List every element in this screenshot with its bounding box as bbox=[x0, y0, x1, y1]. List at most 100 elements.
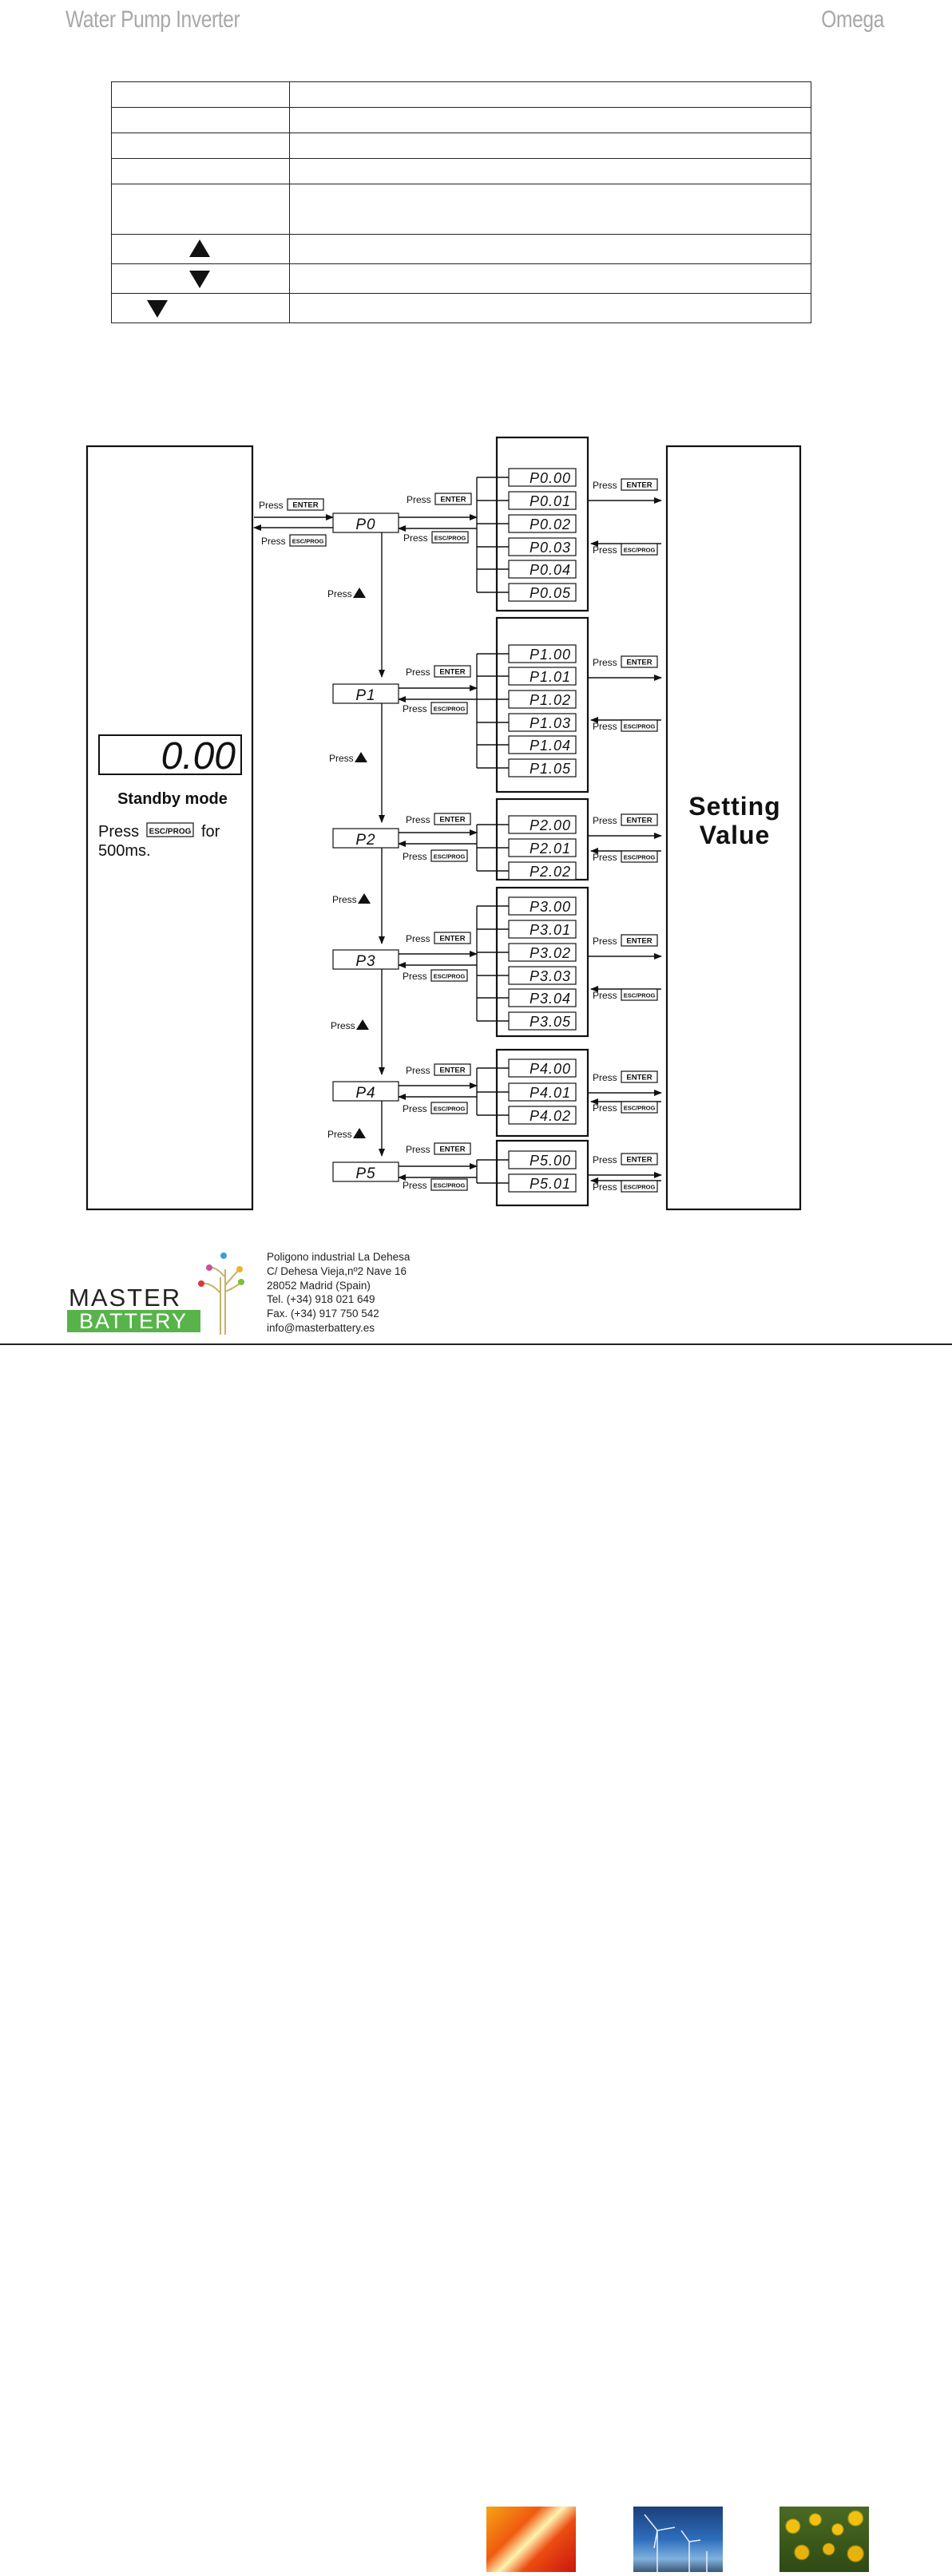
enter-key-frame bbox=[434, 493, 472, 505]
param-p4-02: P4.02 bbox=[530, 1108, 571, 1124]
esc-prog-key-frame bbox=[621, 1180, 658, 1193]
param-p3-02: P3.02 bbox=[530, 945, 571, 961]
key-description bbox=[289, 184, 811, 235]
logo-text-master: MASTER bbox=[69, 1284, 181, 1312]
press-label: Press bbox=[403, 703, 427, 714]
key-description bbox=[289, 234, 811, 264]
key-cell bbox=[111, 81, 290, 108]
param-group-panel bbox=[495, 1139, 589, 1207]
key-function-table bbox=[111, 81, 811, 323]
key-cell bbox=[111, 234, 290, 264]
key-description bbox=[289, 81, 811, 108]
enter-key-frame bbox=[434, 1063, 471, 1076]
up-triangle-icon bbox=[353, 588, 366, 598]
key-description bbox=[289, 293, 811, 323]
param-p1-03: P1.03 bbox=[530, 715, 571, 731]
enter-key: ENTER bbox=[439, 935, 465, 944]
param-group-panel bbox=[495, 616, 589, 793]
group-label-p3-frame bbox=[332, 949, 399, 970]
param-p4-01: P4.01 bbox=[530, 1085, 571, 1101]
enter-key: ENTER bbox=[626, 481, 652, 490]
param-p3-05-frame bbox=[508, 1011, 577, 1031]
press-label: Press bbox=[406, 814, 430, 825]
address-line: 28052 Madrid (Spain) bbox=[267, 1279, 371, 1292]
press-label: Press bbox=[593, 815, 617, 826]
param-p1-02-frame bbox=[508, 690, 577, 709]
group-label-p4-frame bbox=[332, 1081, 399, 1102]
press-label: Press bbox=[403, 971, 427, 982]
param-p3-04-frame bbox=[508, 988, 577, 1007]
param-p2-00: P2.00 bbox=[530, 817, 571, 833]
param-p3-01-frame bbox=[508, 920, 577, 939]
standby-display: 0.00 bbox=[161, 735, 236, 778]
enter-key: ENTER bbox=[292, 501, 318, 510]
group-label-p1-frame bbox=[332, 683, 399, 704]
key-table-row bbox=[111, 293, 811, 323]
key-table-row bbox=[111, 234, 811, 264]
footer: MASTER BATTERY bbox=[0, 1245, 952, 2572]
press-label: Press bbox=[403, 851, 427, 862]
esc-prog-key: ESC/PROG bbox=[434, 1106, 466, 1113]
key-cell bbox=[111, 293, 290, 323]
esc-prog-key: ESC/PROG bbox=[624, 723, 656, 730]
standby-esc-prog-key: ESC/PROG bbox=[149, 828, 192, 837]
press-label: Press bbox=[403, 1103, 427, 1114]
param-p3-03: P3.03 bbox=[530, 968, 571, 984]
standby-time: 500ms. bbox=[98, 842, 151, 860]
param-p2-01: P2.01 bbox=[530, 841, 571, 857]
address-line: Poligono industrial La Dehesa bbox=[267, 1251, 411, 1263]
enter-key-frame bbox=[621, 1153, 658, 1165]
enter-key: ENTER bbox=[440, 496, 466, 505]
press-label: Press bbox=[406, 1065, 430, 1076]
up-triangle-icon bbox=[358, 893, 371, 904]
param-p0-05-frame bbox=[508, 583, 577, 602]
esc-prog-key-frame bbox=[431, 531, 469, 544]
param-p1-04-frame bbox=[508, 735, 577, 754]
param-p3-00: P3.00 bbox=[530, 899, 571, 915]
press-label: Press bbox=[261, 536, 286, 547]
address-line: Fax. (+34) 917 750 542 bbox=[267, 1308, 379, 1320]
address-line: info@masterbattery.es bbox=[267, 1321, 375, 1334]
param-p4-00-frame bbox=[508, 1058, 577, 1078]
up-triangle-icon bbox=[189, 239, 210, 257]
setting-value-title: Setting bbox=[688, 792, 780, 821]
enter-key-frame bbox=[434, 813, 471, 825]
enter-key: ENTER bbox=[439, 816, 465, 825]
key-description bbox=[289, 263, 811, 294]
param-p1-03-frame bbox=[508, 713, 577, 732]
esc-prog-key-frame bbox=[430, 1178, 468, 1191]
param-group-panel bbox=[495, 886, 589, 1038]
param-p0-02-frame bbox=[508, 514, 577, 533]
standby-press-label: Press bbox=[98, 823, 139, 841]
param-p3-04: P3.04 bbox=[530, 991, 571, 1007]
param-p0-03: P0.03 bbox=[530, 540, 571, 556]
param-p1-01: P1.01 bbox=[530, 669, 571, 685]
key-table-row bbox=[111, 81, 811, 108]
group-label-p5-frame bbox=[332, 1161, 399, 1182]
param-p0-00-frame bbox=[508, 468, 577, 487]
standby-title: Standby mode bbox=[117, 790, 228, 808]
enter-key-frame bbox=[434, 1142, 471, 1155]
param-p2-01-frame bbox=[508, 838, 577, 857]
header-brand: Omega bbox=[821, 6, 884, 33]
param-p0-01-frame bbox=[508, 491, 577, 510]
enter-key-frame bbox=[621, 1070, 658, 1083]
down-triangle-icon bbox=[189, 271, 210, 288]
enter-key: ENTER bbox=[626, 817, 652, 825]
param-p3-01: P3.01 bbox=[530, 922, 571, 938]
enter-key: ENTER bbox=[439, 668, 465, 677]
param-p5-01-frame bbox=[508, 1173, 577, 1193]
enter-key: ENTER bbox=[626, 937, 652, 946]
address-line: C/ Dehesa Vieja,nº2 Nave 16 bbox=[267, 1264, 407, 1277]
enter-key: ENTER bbox=[439, 1066, 465, 1075]
wind-turbine-image bbox=[633, 2507, 723, 2572]
press-label: Press bbox=[403, 532, 428, 544]
param-p3-02-frame bbox=[508, 943, 577, 962]
param-p1-01-frame bbox=[508, 667, 577, 686]
param-p4-01-frame bbox=[508, 1082, 577, 1102]
press-label: Press bbox=[327, 1129, 352, 1140]
group-label-p5: P5 bbox=[355, 1165, 375, 1182]
param-p2-02-frame bbox=[508, 861, 577, 880]
key-table-row bbox=[111, 158, 811, 184]
